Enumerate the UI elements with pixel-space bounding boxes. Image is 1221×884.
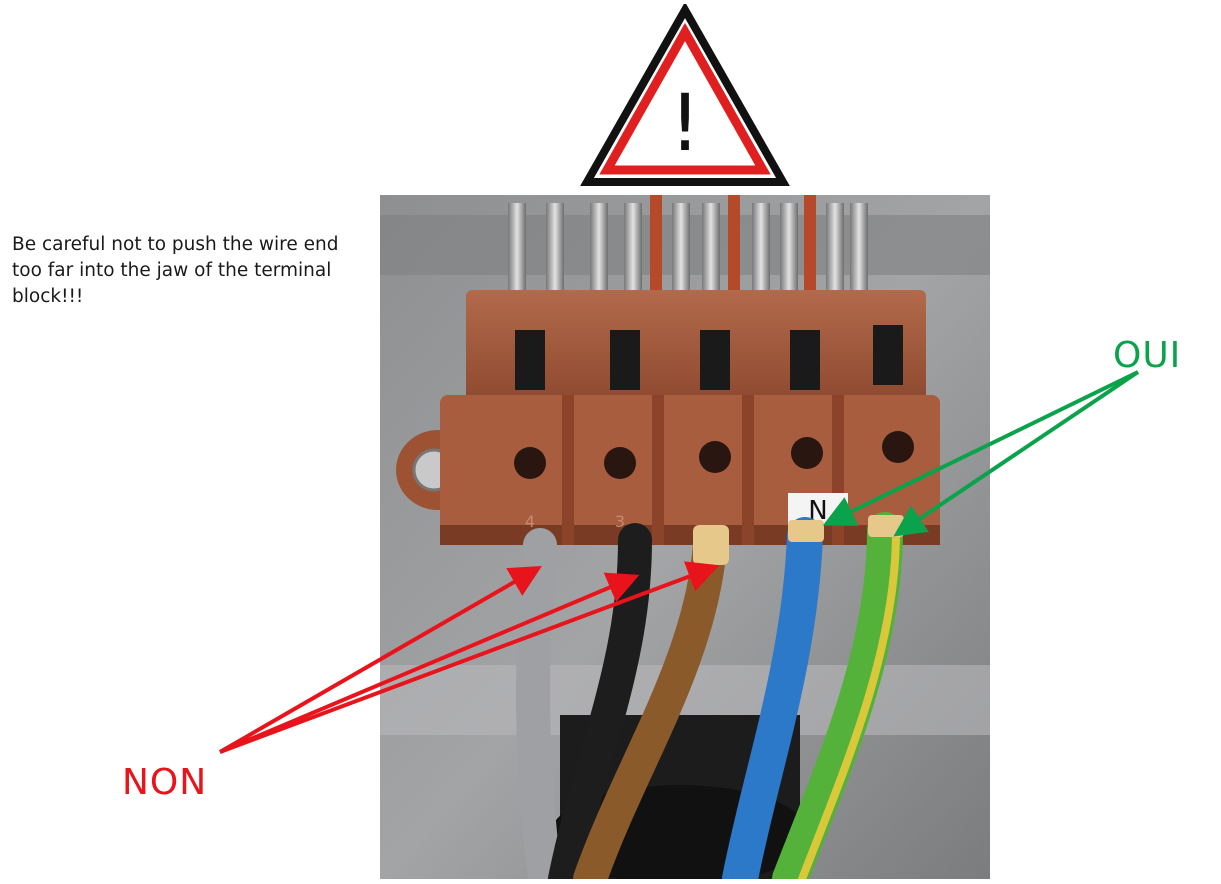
warning-triangle-inner	[599, 22, 771, 175]
terminal-marking-4: 4	[525, 512, 535, 531]
top-slot	[700, 330, 730, 390]
pin	[624, 203, 642, 293]
caution-note: Be careful not to push the wire end too …	[12, 234, 339, 307]
divider	[742, 395, 754, 545]
top-slot	[790, 330, 820, 390]
top-slot	[515, 330, 545, 390]
pin	[850, 203, 868, 293]
divider	[652, 395, 664, 545]
terminal-block: 4 3 N	[440, 290, 940, 545]
pin	[780, 203, 798, 293]
terminal-block-front	[440, 395, 940, 545]
terminal-marking-3: 3	[615, 512, 625, 531]
pin	[672, 203, 690, 293]
warning-exclamation: !	[669, 79, 700, 169]
contact-pins	[508, 195, 868, 295]
non-label: NON	[122, 762, 208, 803]
grey-wire	[516, 528, 562, 879]
blue-wire	[722, 517, 823, 879]
terminal-block-wiring-photo: 4 3 N	[380, 195, 990, 879]
top-slot	[873, 325, 903, 385]
pin	[590, 203, 608, 293]
pin-lead-red	[728, 195, 740, 295]
oui-label: OUI	[1113, 335, 1182, 376]
pin	[546, 203, 564, 293]
green-yellow-wire	[772, 512, 903, 879]
pin-lead-red	[650, 195, 662, 295]
warning-triangle-icon: !	[580, 4, 790, 186]
pin	[508, 203, 526, 293]
pin	[752, 203, 770, 293]
top-slot	[610, 330, 640, 390]
blue-wire-ferrule	[788, 520, 824, 542]
screw-hole	[514, 447, 546, 479]
terminal-block-shadow	[440, 525, 940, 545]
earth-wire-ferrule	[868, 515, 904, 537]
screw-hole	[699, 441, 731, 473]
earth-yellow-stripe	[798, 531, 900, 879]
pin-lead-red	[804, 195, 816, 295]
pin	[702, 203, 720, 293]
screw-hole	[604, 447, 636, 479]
screw-hole	[882, 431, 914, 463]
divider	[562, 395, 574, 545]
brown-wire-sleeve	[693, 525, 729, 565]
pin	[826, 203, 844, 293]
screw-hole	[791, 437, 823, 469]
